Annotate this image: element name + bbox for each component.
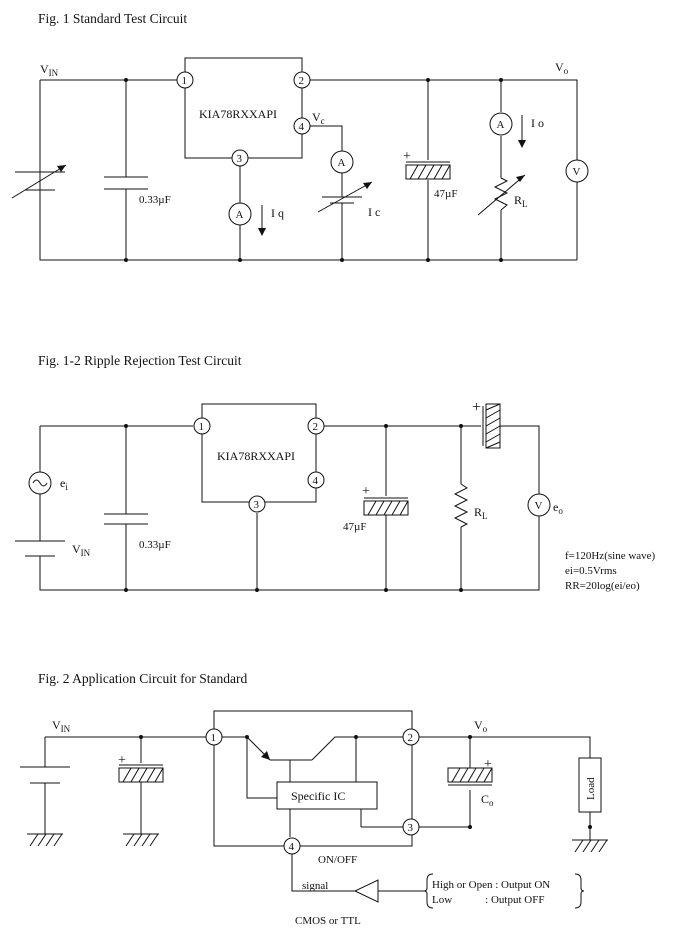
fig1-2-voltmeter: V — [535, 500, 543, 512]
fig1-ic-current: I c — [368, 205, 380, 219]
fig1-2-circuit: KIA78RXXAPI 1 2 3 4 ei VIN 0.33µF + 47µF… — [15, 399, 656, 592]
fig1-2-ei: ei — [60, 476, 68, 492]
fig1-cout-plus: + — [403, 149, 411, 164]
fig1-pin2: 2 — [299, 75, 305, 87]
fig2-pin1: 1 — [211, 732, 217, 744]
buffer-triangle-icon — [353, 879, 379, 903]
fig1-2-cout-plus: + — [362, 484, 370, 499]
fig2-vin: VIN — [52, 718, 71, 734]
fig1-circuit: KIA78RXXAPI 1 2 3 4 0.33µF A I q Vc A I … — [11, 57, 589, 262]
fig2-load — [578, 757, 602, 813]
fig1-cin-label: 0.33µF — [139, 194, 171, 206]
fig2-pin3: 3 — [408, 822, 414, 834]
fig2-onoff: ON/OFF — [318, 854, 357, 866]
fig1-2-ic-label: KIA78RXXAPI — [217, 449, 295, 463]
fig1-iq-ammeter: A — [236, 209, 244, 221]
fig1-vc: Vc — [312, 110, 325, 126]
ground-icon — [572, 839, 608, 853]
fig1-2-pin3: 3 — [254, 499, 260, 511]
fig1-rl-label: RL — [514, 193, 528, 209]
fig1-2-pin2: 2 — [313, 421, 319, 433]
fig2-specific-ic-label: Specific IC — [291, 789, 345, 803]
fig2-vo: Vo — [474, 718, 488, 734]
fig1-variable-arrow-icon — [57, 165, 66, 172]
fig1-pin3: 3 — [237, 153, 243, 165]
fig2-specific-ic — [276, 781, 378, 810]
fig1-2-cout-label: 47µF — [343, 521, 366, 533]
fig2-truth-high: High or Open : Output ON — [432, 879, 550, 891]
fig1-iq-label: I q — [271, 206, 284, 220]
fig2-circuit: Specific IC 1 2 3 4 + + Co Load — [20, 710, 608, 927]
fig1-2-eo: eo — [553, 500, 563, 516]
fig1-ic-ammeter: A — [338, 157, 346, 169]
fig1-cout-label: 47µF — [434, 188, 457, 200]
fig1-caption: Fig. 1 Standard Test Circuit — [38, 11, 188, 26]
fig2-cmos: CMOS or TTL — [295, 915, 361, 927]
sine-wave-icon — [32, 479, 48, 487]
fig1-2-note-rr: RR=20log(ei/eo) — [565, 580, 640, 592]
fig1-2-coupling-plus: + — [472, 399, 481, 416]
fig1-2-caption: Fig. 1-2 Ripple Rejection Test Circuit — [38, 353, 242, 368]
fig1-voltmeter: V — [573, 166, 581, 178]
transistor-emitter-arrow-icon — [261, 751, 270, 760]
fig1-2-note-freq: f=120Hz(sine wave) — [565, 550, 656, 562]
fig1-pin1: 1 — [182, 75, 188, 87]
fig1-2-pin1: 1 — [199, 421, 205, 433]
fig1-ic-label: KIA78RXXAPI — [199, 107, 277, 121]
fig1-2-note-ei: ei=0.5Vrms — [565, 565, 617, 577]
fig2-co: Co — [481, 792, 494, 808]
ground-icon — [123, 833, 159, 847]
fig2-load-label: Load — [585, 777, 597, 800]
fig2-pin2: 2 — [408, 732, 414, 744]
fig1-pin4: 4 — [299, 121, 305, 133]
fig2-truth-low: Low : Output OFF — [432, 894, 544, 906]
fig2-cout-plus: + — [484, 757, 492, 772]
fig1-2-vin: VIN — [72, 542, 91, 558]
fig2-caption: Fig. 2 Application Circuit for Standard — [38, 671, 248, 686]
fig1-rl-arrow-icon — [516, 175, 525, 182]
fig1-2-cin-label: 0.33µF — [139, 539, 171, 551]
fig1-io-label: I o — [531, 116, 544, 130]
fig1-vc-arrow-icon — [363, 182, 372, 189]
fig1-2-pin4: 4 — [313, 475, 319, 487]
fig2-regulator-box — [213, 710, 413, 847]
fig2-cin-plus: + — [118, 753, 126, 768]
fig2-pin4: 4 — [289, 841, 295, 853]
ground-icon — [27, 833, 63, 847]
fig2-signal: signal — [302, 880, 328, 892]
fig1-2-rl-label: RL — [474, 505, 488, 521]
fig1-io-ammeter: A — [497, 119, 505, 131]
fig1-vin: VIN — [40, 62, 59, 78]
fig1-vo: Vo — [555, 60, 569, 76]
